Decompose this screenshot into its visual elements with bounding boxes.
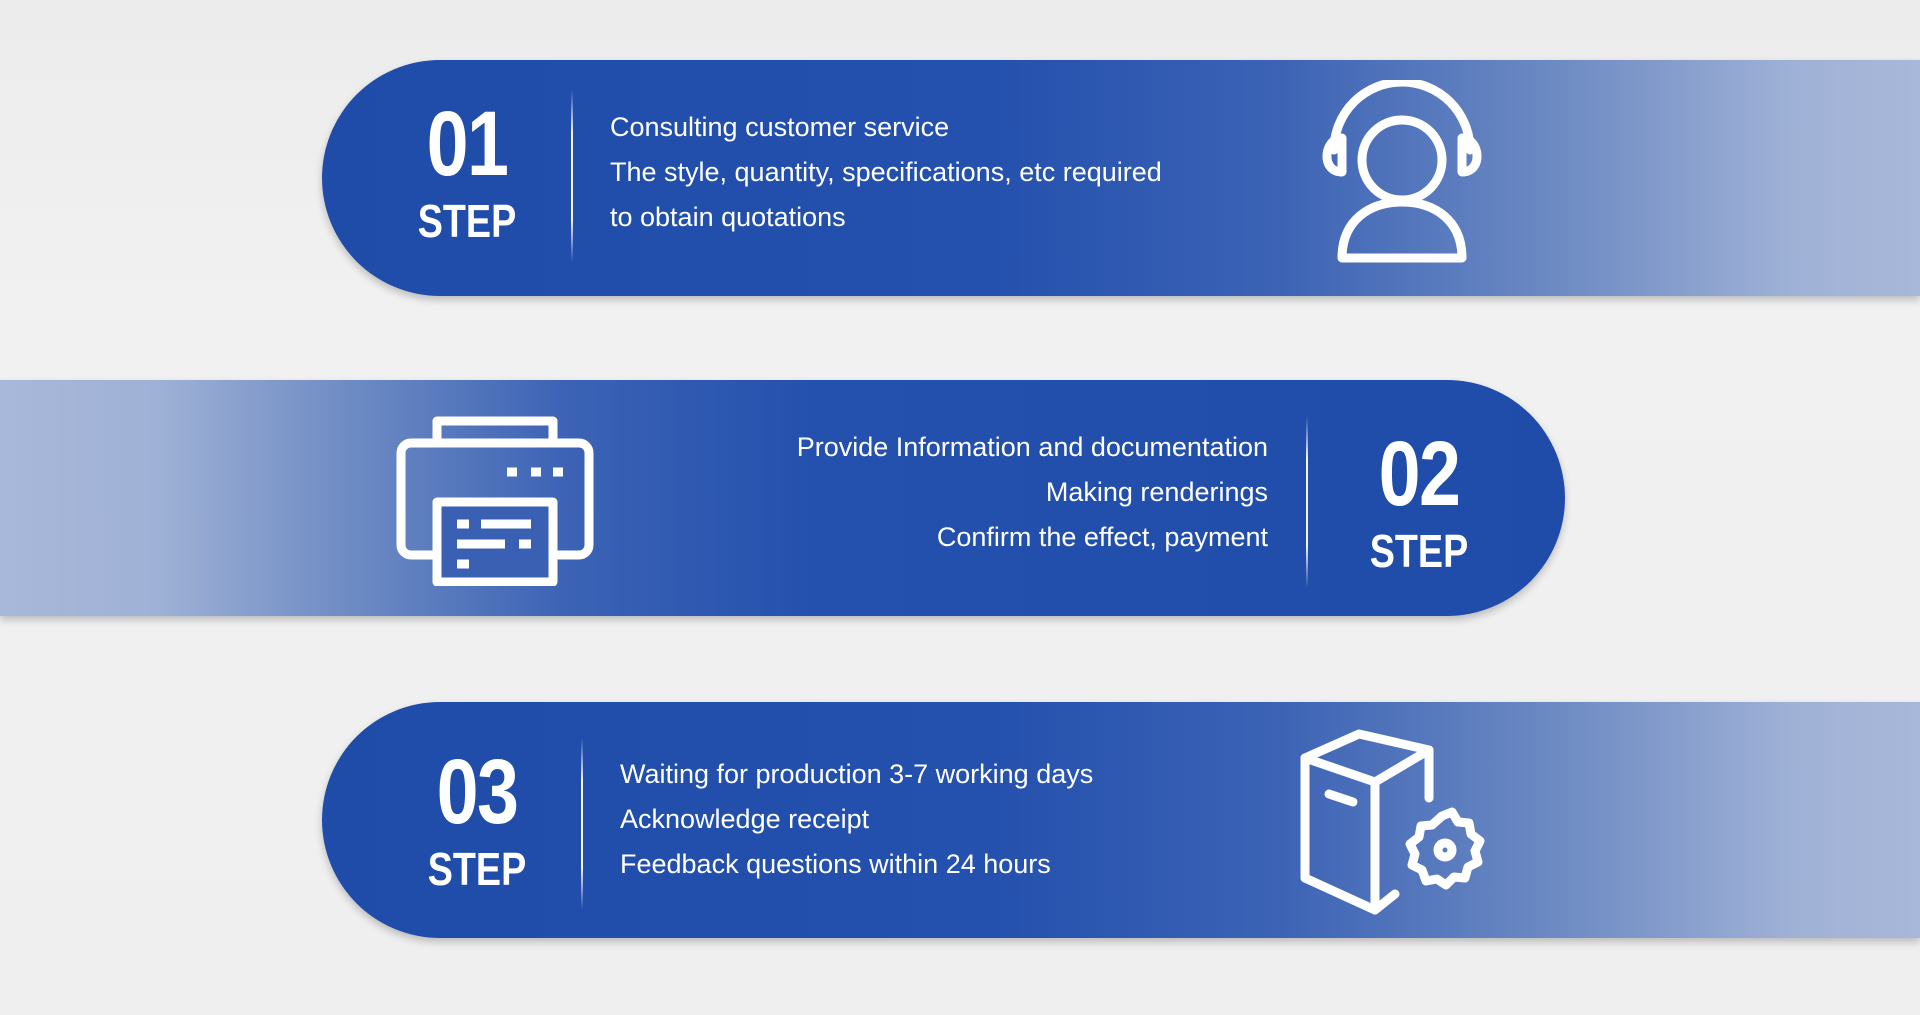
step-2-number: 02 — [1378, 423, 1461, 525]
step-3-line-1: Waiting for production 3-7 working days — [620, 759, 1094, 789]
step-3-divider — [581, 738, 583, 910]
printer-icon — [395, 416, 595, 591]
step-1-number: 01 — [426, 93, 509, 195]
step-2-word: STEP — [1369, 525, 1469, 577]
box-gear-icon — [1297, 728, 1497, 923]
step-2-line-1: Provide Information and documentation — [796, 432, 1268, 462]
step-1-band: 01 STEP Consulting customer service The … — [322, 60, 1920, 296]
step-2-divider — [1306, 416, 1308, 588]
step-1-line-1: Consulting customer service — [610, 112, 950, 142]
step-3-line-3: Feedback questions within 24 hours — [620, 849, 1051, 879]
step-2-band: Provide Information and documentation Ma… — [0, 380, 1565, 616]
customer-service-headset-icon — [1312, 77, 1492, 275]
step-3-line-2: Acknowledge receipt — [620, 804, 870, 834]
step-3-label: 03 STEP — [402, 746, 552, 894]
step-1-divider — [571, 90, 573, 262]
step-3-word: STEP — [427, 843, 527, 895]
step-2-text: Provide Information and documentation Ma… — [670, 425, 1268, 560]
step-1-line-3: to obtain quotations — [610, 202, 846, 232]
step-1-label: 01 STEP — [392, 98, 542, 246]
step-1-line-2: The style, quantity, specifications, etc… — [610, 157, 1162, 187]
step-1-word: STEP — [417, 195, 517, 247]
step-1-text: Consulting customer service The style, q… — [610, 105, 1162, 240]
step-2-line-3: Confirm the effect, payment — [936, 522, 1268, 552]
step-2-line-2: Making renderings — [1045, 477, 1268, 507]
step-3-text: Waiting for production 3-7 working days … — [620, 752, 1093, 887]
step-3-band: 03 STEP Waiting for production 3-7 worki… — [322, 702, 1920, 938]
step-3-number: 03 — [436, 741, 519, 843]
step-2-label: 02 STEP — [1344, 428, 1494, 576]
